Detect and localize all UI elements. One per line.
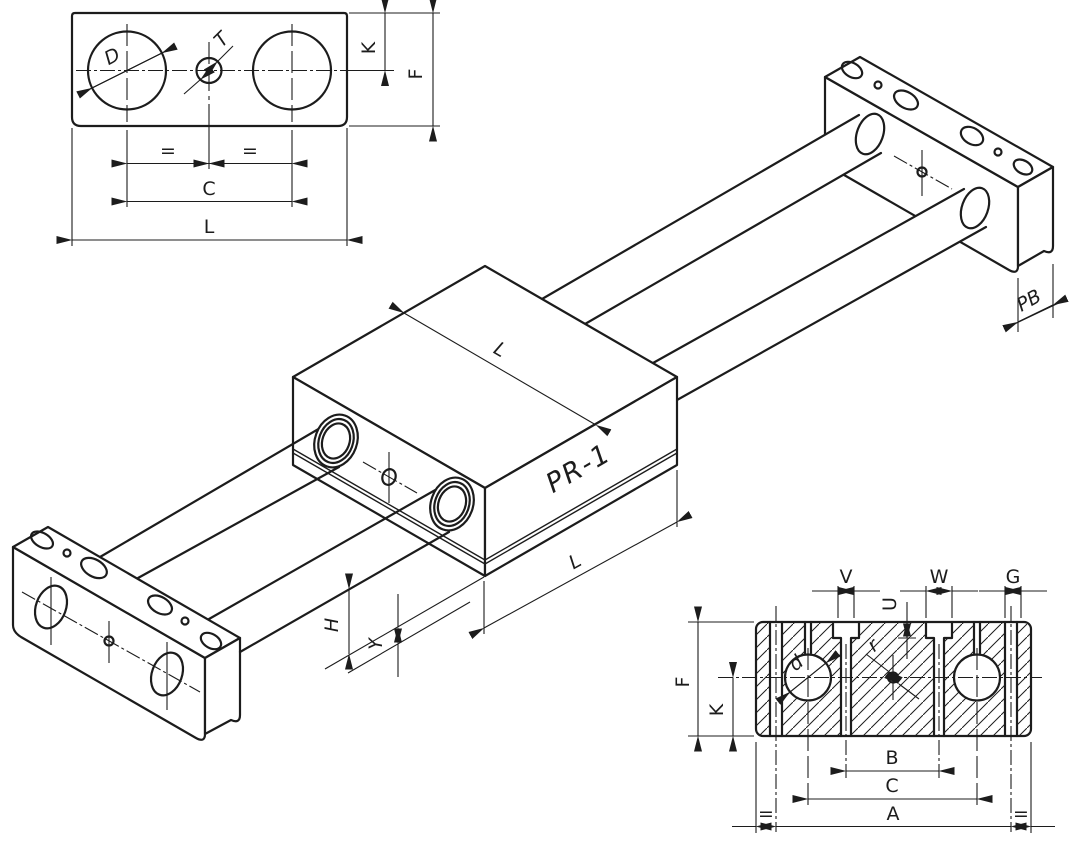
- rod-bore-left: [33, 584, 69, 630]
- t-slot-left: [831, 620, 861, 738]
- rod-end-upper: [854, 112, 886, 156]
- block-port-hole: [381, 468, 397, 486]
- rod-hole-right: [251, 30, 333, 111]
- dim-label-V: V: [840, 566, 853, 588]
- dim-label-eq-section-right: =: [1013, 803, 1029, 825]
- dim-label-eq-right: =: [242, 140, 258, 162]
- dim-label-eq-left: =: [160, 140, 176, 162]
- dim-label-B: B: [885, 747, 898, 769]
- isometric-view: PR-1 L H Y: [11, 55, 1069, 741]
- dim-label-K-top: K: [358, 41, 380, 54]
- dim-label-A: A: [887, 803, 900, 825]
- port-left-plate: [103, 635, 115, 647]
- rod-end-lower: [959, 186, 991, 230]
- rod-bore-right: [149, 651, 185, 697]
- dim-label-C-top: C: [202, 178, 215, 200]
- dim-label-C-section: C: [885, 775, 898, 797]
- dim-label-W: W: [930, 566, 949, 588]
- left-end-plate: [11, 525, 242, 741]
- top-view: D T K F = = C L: [56, 0, 440, 246]
- guide-rods-right: [540, 112, 991, 402]
- section-outline: [754, 620, 1033, 738]
- guide-rods-left: [98, 422, 451, 654]
- rod-bushings: [313, 413, 475, 532]
- dim-label-H: H: [321, 618, 343, 632]
- dim-label-Y: Y: [365, 637, 387, 650]
- port-hole: [195, 56, 223, 85]
- dim-label-L-top-view: L: [204, 216, 215, 238]
- port-right-plate: [916, 166, 928, 178]
- dim-label-G: G: [1006, 566, 1021, 588]
- end-plate-outline: [70, 11, 349, 128]
- dim-label-F-top: F: [405, 69, 427, 80]
- dim-label-K-section: K: [706, 703, 728, 716]
- section-view: V W G U F K d r B C: [672, 566, 1055, 833]
- dim-label-F-section: F: [672, 677, 694, 688]
- dim-H-Y: H Y: [321, 573, 485, 677]
- dim-label-U: U: [879, 597, 901, 611]
- t-slot-right: [924, 620, 954, 738]
- dim-label-eq-section-left: =: [758, 803, 774, 825]
